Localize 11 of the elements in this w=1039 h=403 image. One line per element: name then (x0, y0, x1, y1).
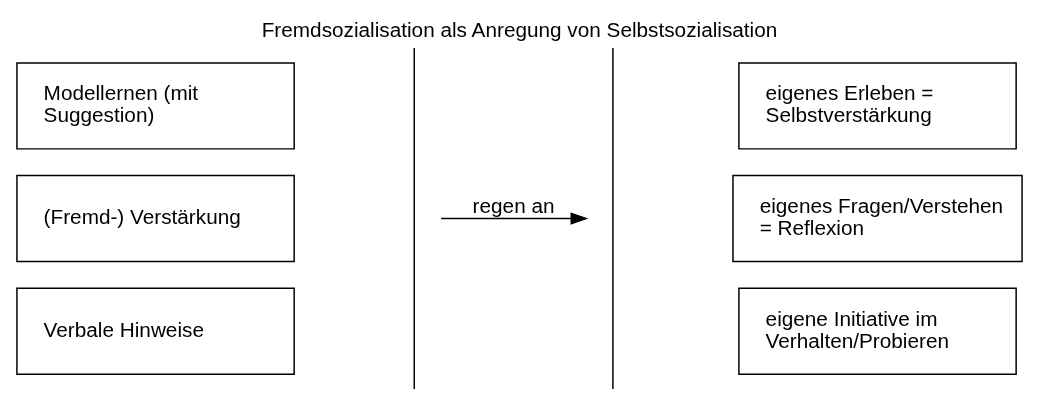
node-box: Verbale Hinweise (16, 287, 295, 375)
arrow (440, 212, 589, 225)
edge-label: regen an (472, 193, 555, 217)
diagram-title: Fremdsozialisation als Anregung von Selbstsozialisation (261, 17, 778, 41)
node-box: eigenes Fragen/Verstehen = Reflexion (732, 174, 1023, 263)
node-brace (612, 47, 614, 390)
node-box: eigene Initiative im Verhalten/Probieren (738, 287, 1017, 375)
node-brace (413, 47, 415, 390)
node-box: Modellernen (mit Suggestion) (16, 62, 295, 150)
node-box: (Fremd-) Verstärkung (16, 174, 295, 263)
node-box: eigenes Erleben = Selbstverstärkung (738, 62, 1017, 150)
